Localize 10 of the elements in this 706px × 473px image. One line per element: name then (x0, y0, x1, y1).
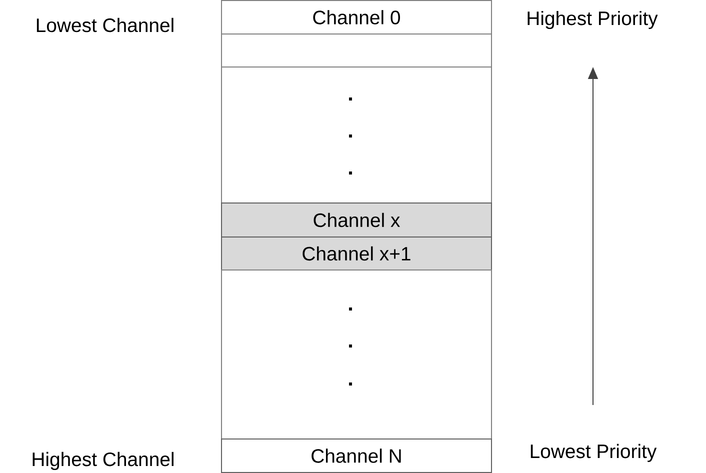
row-box (221, 34, 492, 68)
row-box: Channel x+1 (221, 236, 492, 270)
side-label: Highest Priority (528, 10, 658, 30)
side-label: Lowest Priority (530, 444, 657, 462)
side-label: Highest Channel (32, 452, 174, 470)
row-box: Channel 0 (221, 0, 492, 34)
row-box: Channel N (221, 438, 492, 473)
side-label: Lowest Channel (36, 18, 174, 32)
row-box (221, 270, 492, 440)
row-box: Channel x (221, 202, 492, 238)
